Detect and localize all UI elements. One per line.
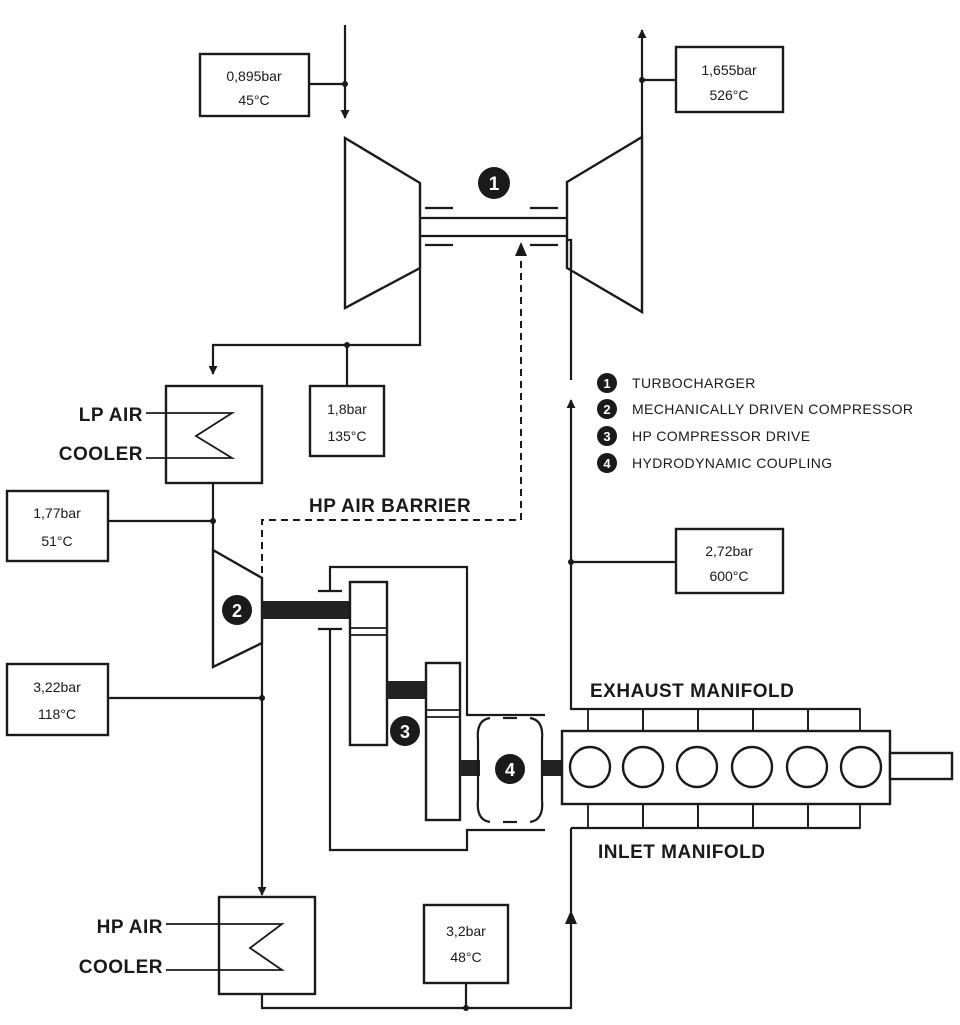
lp-cooler-label-1: LP AIR bbox=[79, 405, 143, 426]
mechanically-driven-compressor: 2 bbox=[211, 547, 264, 669]
hp-air-cooler bbox=[166, 895, 317, 996]
gear-small bbox=[424, 661, 462, 822]
cylinder-5 bbox=[785, 745, 829, 789]
svg-text:1: 1 bbox=[603, 376, 610, 391]
turbocharger: 1 bbox=[343, 134, 644, 315]
svg-text:TURBOCHARGER: TURBOCHARGER bbox=[632, 375, 756, 391]
marker-4-label: 4 bbox=[505, 760, 515, 780]
hp-air-barrier-line bbox=[261, 248, 522, 573]
legend-item-4: 4 HYDRODYNAMIC COUPLING bbox=[597, 453, 833, 473]
marker-2-label: 2 bbox=[232, 601, 242, 621]
lp-air-cooler bbox=[146, 384, 264, 485]
cylinder-3 bbox=[675, 745, 719, 789]
svg-text:135°C: 135°C bbox=[327, 428, 366, 444]
legend: 1 TURBOCHARGER 2 MECHANICALLY DRIVEN COM… bbox=[597, 373, 913, 473]
tc-compressor bbox=[343, 135, 422, 310]
hp-air-barrier-arrow bbox=[515, 242, 527, 256]
svg-text:0,895bar: 0,895bar bbox=[226, 68, 282, 84]
svg-text:2: 2 bbox=[603, 402, 610, 417]
svg-text:3: 3 bbox=[603, 429, 610, 444]
reading-turbine-inlet: 2,72bar 600°C bbox=[674, 527, 785, 595]
cylinder-4 bbox=[730, 745, 774, 789]
svg-text:1,8bar: 1,8bar bbox=[327, 401, 367, 417]
reading-hp-comp-outlet: 3,22bar 118°C bbox=[5, 662, 110, 737]
hp-cooler-label-1: HP AIR bbox=[97, 917, 163, 938]
marker-4 bbox=[495, 754, 525, 784]
cylinder-6 bbox=[839, 745, 883, 789]
cylinder-2 bbox=[621, 745, 665, 789]
lp-cooler-label-2: COOLER bbox=[59, 444, 143, 465]
reading-hp-cooler-outlet: 3,2bar 48°C bbox=[422, 903, 510, 985]
hp-cooler-label-2: COOLER bbox=[79, 957, 163, 978]
marker-1 bbox=[478, 167, 510, 199]
legend-item-1: 1 TURBOCHARGER bbox=[597, 373, 756, 393]
svg-text:118°C: 118°C bbox=[38, 706, 76, 722]
svg-text:51°C: 51°C bbox=[41, 533, 72, 549]
svg-text:MECHANICALLY DRIVEN COMPRESSOR: MECHANICALLY DRIVEN COMPRESSOR bbox=[632, 401, 913, 417]
reading-tc-comp-outlet: 1,8bar 135°C bbox=[308, 384, 386, 458]
hp-cooler-outlet-line bbox=[260, 915, 573, 1010]
svg-text:2,72bar: 2,72bar bbox=[705, 543, 753, 559]
marker-1-label: 1 bbox=[489, 174, 500, 195]
svg-text:3,22bar: 3,22bar bbox=[33, 679, 81, 695]
inlet-manifold-label: INLET MANIFOLD bbox=[598, 842, 765, 863]
svg-text:HYDRODYNAMIC COUPLING: HYDRODYNAMIC COUPLING bbox=[632, 455, 833, 471]
legend-item-2: 2 MECHANICALLY DRIVEN COMPRESSOR bbox=[597, 399, 913, 419]
svg-text:48°C: 48°C bbox=[450, 949, 481, 965]
svg-text:600°C: 600°C bbox=[709, 568, 748, 584]
gear-large bbox=[348, 580, 389, 747]
hp-air-barrier-label: HP AIR BARRIER bbox=[309, 496, 471, 517]
tc-comp-outlet-line bbox=[208, 268, 422, 375]
svg-text:4: 4 bbox=[603, 456, 611, 471]
hydrodynamic-coupling: 4 bbox=[460, 716, 564, 824]
svg-text:1,655bar: 1,655bar bbox=[701, 62, 757, 78]
svg-text:1,77bar: 1,77bar bbox=[33, 505, 81, 521]
reading-lp-cooler-outlet: 1,77bar 51°C bbox=[5, 489, 110, 563]
crankshaft-output bbox=[888, 751, 954, 781]
legend-item-3: 3 HP COMPRESSOR DRIVE bbox=[597, 426, 811, 446]
cylinder-1 bbox=[568, 745, 612, 789]
hp-compressor-drive: 3 bbox=[262, 565, 545, 852]
svg-text:45°C: 45°C bbox=[238, 92, 269, 108]
tc-shaft bbox=[420, 206, 567, 247]
hp-comp-shaft bbox=[262, 601, 352, 619]
marker-2 bbox=[222, 595, 252, 625]
marker-3 bbox=[390, 716, 420, 746]
drive-housing-top bbox=[328, 565, 545, 717]
reading-turbine-outlet: 1,655bar 526°C bbox=[674, 45, 785, 114]
inlet-manifold bbox=[571, 803, 861, 830]
svg-text:526°C: 526°C bbox=[709, 87, 748, 103]
drive-housing-bottom bbox=[328, 630, 545, 852]
intermediate-shaft bbox=[387, 681, 427, 699]
marker-3-label: 3 bbox=[400, 722, 410, 742]
engine bbox=[560, 690, 954, 830]
reading-comp-inlet: 0,895bar 45°C bbox=[198, 52, 311, 118]
exhaust-manifold-label: EXHAUST MANIFOLD bbox=[590, 681, 794, 702]
tc-turbine bbox=[565, 134, 644, 315]
svg-text:HP COMPRESSOR DRIVE: HP COMPRESSOR DRIVE bbox=[632, 428, 811, 444]
svg-text:3,2bar: 3,2bar bbox=[446, 923, 486, 939]
